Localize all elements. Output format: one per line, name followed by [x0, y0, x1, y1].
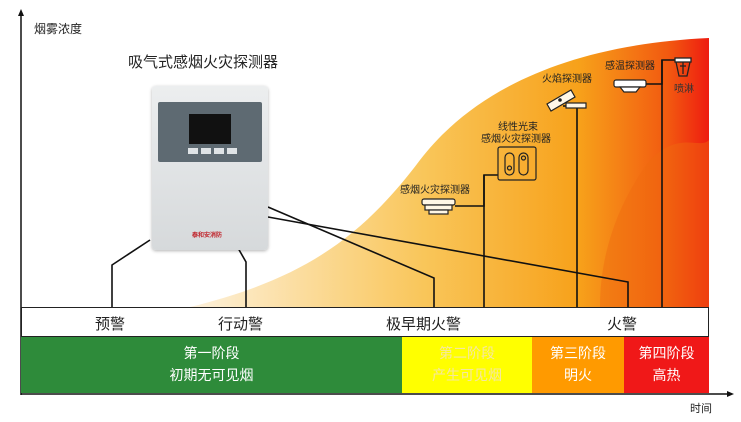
beam-detector-icon	[497, 146, 537, 181]
stage-4-title: 第四阶段	[638, 346, 695, 362]
stage-4-desc: 高热	[652, 368, 681, 384]
device-button	[214, 148, 224, 154]
stage-1: 第一阶段 初期无可见烟	[21, 337, 402, 393]
stage-1-desc: 初期无可见烟	[169, 368, 254, 384]
flame-detector-icon	[546, 89, 587, 112]
beam-detector-label-2: 感烟火灾探测器	[481, 134, 551, 145]
stage-2-title: 第二阶段	[439, 346, 495, 362]
alarm-action: 行动警	[218, 315, 264, 333]
alarm-very-early-fire: 极早期火警	[386, 315, 462, 333]
alarm-fire: 火警	[607, 315, 638, 333]
line-prealarm	[111, 239, 151, 307]
stage-3-desc: 明火	[564, 368, 592, 384]
x-axis-arrow	[727, 391, 734, 397]
y-axis-label: 烟雾浓度	[34, 22, 83, 36]
device-button	[201, 148, 211, 154]
heat-detector-icon	[613, 79, 647, 93]
device-title: 吸气式感烟火灾探测器	[128, 53, 279, 71]
flame-detector-label: 火焰探测器	[542, 74, 592, 85]
y-axis-arrow	[18, 9, 24, 16]
alarm-levels-band: 预警 行动警 极早期火警 火警	[21, 307, 709, 337]
smoke-detector-label: 感烟火灾探测器	[400, 185, 470, 196]
alarm-prealarm: 预警	[95, 315, 126, 333]
flame-texture	[600, 140, 709, 307]
aspirating-smoke-detector-device: 泰和安消防	[152, 86, 268, 250]
stage-3-title: 第三阶段	[550, 346, 606, 362]
device-button	[188, 148, 198, 154]
stage-2-desc: 产生可见烟	[432, 368, 502, 384]
device-panel	[158, 102, 262, 162]
sprinkler-icon	[674, 57, 692, 77]
x-axis-label: 时间	[690, 402, 712, 415]
smoke-detector-icon	[421, 198, 456, 215]
stage-4: 第四阶段 高热	[624, 337, 709, 393]
device-screen	[189, 114, 231, 144]
device-button	[227, 148, 237, 154]
line-fire	[267, 216, 629, 307]
line-early-fire	[267, 206, 435, 307]
stage-2: 第二阶段 产生可见烟	[402, 337, 532, 393]
beam-detector-label-1: 线性光束	[498, 122, 538, 133]
line-action	[237, 247, 247, 307]
sprinkler-label: 喷淋	[674, 84, 694, 95]
stage-3: 第三阶段 明火	[532, 337, 624, 393]
heat-detector-label: 感温探测器	[605, 61, 655, 72]
device-brand-logo: 泰和安消防	[192, 232, 223, 239]
stage-1-title: 第一阶段	[183, 346, 240, 362]
